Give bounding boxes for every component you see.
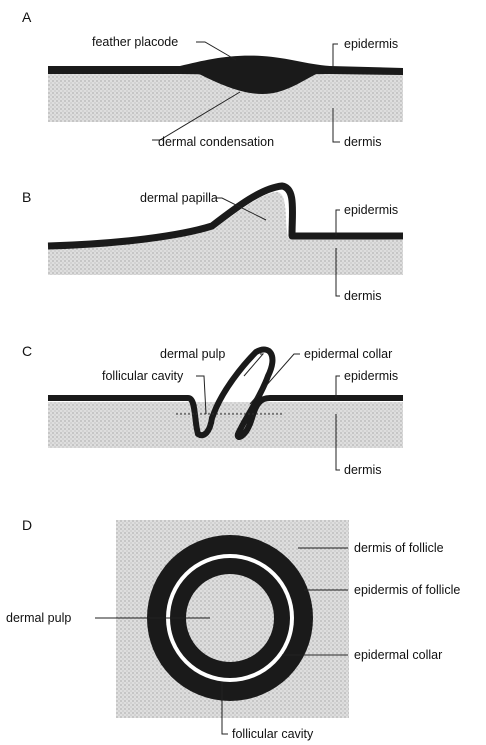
panel-a-dermis-label: dermis: [344, 135, 382, 149]
panel-a-epidermis-leader: [333, 44, 338, 70]
panel-b-epidermis-label: epidermis: [344, 203, 398, 217]
panel-a-letter: A: [22, 9, 32, 25]
panel-c-dermis-label: dermis: [344, 463, 382, 477]
panel-b: B dermal papilla epidermis dermis: [22, 186, 403, 303]
panel-d-dermis-of-follicle-label: dermis of follicle: [354, 541, 444, 555]
panel-c-dermal-pulp-label: dermal pulp: [160, 347, 225, 361]
panel-b-dermis-label: dermis: [344, 289, 382, 303]
panel-d-epidermis-of-follicle-label: epidermis of follicle: [354, 583, 460, 597]
panel-b-letter: B: [22, 189, 31, 205]
panel-d-dermal-pulp-label: dermal pulp: [6, 611, 71, 625]
panel-a-epidermis-label: epidermis: [344, 37, 398, 51]
panel-c-letter: C: [22, 343, 32, 359]
panel-d-follicular-cavity-label: follicular cavity: [232, 727, 314, 741]
panel-d-letter: D: [22, 517, 32, 533]
panel-a-feather-placode-label: feather placode: [92, 35, 178, 49]
panel-c: C dermal pulp follicular cavity epiderma…: [22, 343, 403, 477]
panel-b-epidermis-leader: [336, 210, 340, 236]
panel-c-epidermis-leader: [336, 376, 340, 398]
panel-c-dermis-region: [48, 402, 403, 448]
panel-d: D dermis of follicle epidermis of follic…: [6, 517, 460, 741]
panel-a: A feather placode epidermis dermal conde…: [22, 9, 403, 149]
panel-a-dermal-condensation-label: dermal condensation: [158, 135, 274, 149]
panel-b-dermal-papilla-label: dermal papilla: [140, 191, 218, 205]
panel-c-epidermal-collar-label: epidermal collar: [304, 347, 392, 361]
panel-c-follicular-cavity-label: follicular cavity: [102, 369, 184, 383]
panel-a-epidermis: [48, 56, 403, 76]
panel-c-epidermis-label: epidermis: [344, 369, 398, 383]
panel-d-epidermal-collar-label: epidermal collar: [354, 648, 442, 662]
